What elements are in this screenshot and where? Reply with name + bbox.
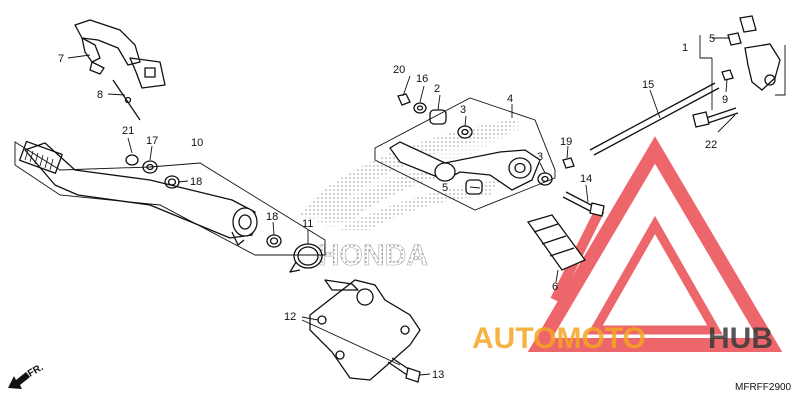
- watermark-brand-part2: HUB: [708, 322, 773, 355]
- callout-21: 21: [122, 125, 134, 137]
- callout-11: 11: [302, 218, 313, 230]
- frame-1-right: [775, 45, 786, 96]
- frame-10: [14, 141, 326, 256]
- callout-6: 6: [552, 281, 558, 293]
- callout-19: 19: [560, 136, 572, 148]
- part-8-rod: [112, 79, 141, 121]
- callout-5: 5: [709, 33, 715, 45]
- part-10-pedal: [19, 140, 258, 246]
- callout-18: 18: [190, 176, 202, 188]
- callout-17: 17: [146, 135, 158, 147]
- part-3-washer-lower: [537, 172, 553, 186]
- callout-9: 9: [722, 94, 728, 106]
- watermark-brand-part1: AUTOMOTO: [472, 322, 646, 355]
- honda-background-text: HONDA: [318, 239, 428, 272]
- part-18-collar-lower: [266, 234, 282, 248]
- direction-label: FR.: [26, 362, 46, 380]
- part-7-switch: [74, 19, 166, 89]
- part-22-bolt: [692, 107, 739, 128]
- part-4-arm: [389, 141, 541, 191]
- leader-lines: [67, 37, 736, 376]
- callout-10: 10: [191, 137, 203, 149]
- part-18-collar-upper: [164, 175, 180, 189]
- part-15-rod: [589, 82, 720, 156]
- callout-3: 3: [460, 104, 466, 116]
- callout-20: 20: [393, 64, 405, 76]
- callout-22: 22: [705, 139, 717, 151]
- diagram-code: MFRFF2900: [735, 382, 792, 393]
- frame-1: [699, 35, 712, 59]
- callout-16: 16: [416, 73, 428, 85]
- callout-13: 13: [432, 369, 444, 381]
- part-6-rubber: [526, 214, 587, 271]
- front-direction-arrow-icon: [8, 372, 30, 389]
- callout-18: 18: [266, 211, 278, 223]
- part-14-bolt: [562, 191, 605, 217]
- callout-4: 4: [507, 93, 513, 105]
- part-9-nut: [721, 69, 734, 81]
- callout-7: 7: [58, 53, 64, 65]
- callout-labels: 1 2 3 3 4 5 5 6 7 8 9 10 11 12 13 14 15 …: [58, 33, 728, 381]
- callout-1: 1: [682, 42, 688, 54]
- callout-15: 15: [642, 79, 654, 91]
- part-5-joint-upper: [727, 32, 742, 46]
- callout-12: 12: [284, 311, 296, 323]
- callout-8: 8: [97, 89, 103, 101]
- part-20-nut: [397, 93, 411, 106]
- frame-4: [374, 97, 556, 211]
- callout-5: 5: [442, 182, 448, 194]
- part-19-nut: [562, 157, 575, 169]
- callout-3: 3: [537, 151, 543, 163]
- callout-14: 14: [580, 173, 592, 185]
- part-16-washer: [413, 102, 427, 114]
- part-1-rod-end: [739, 15, 781, 91]
- part-13-bolt: [387, 357, 421, 383]
- callout-2: 2: [434, 83, 440, 95]
- part-21-clip: [125, 154, 139, 166]
